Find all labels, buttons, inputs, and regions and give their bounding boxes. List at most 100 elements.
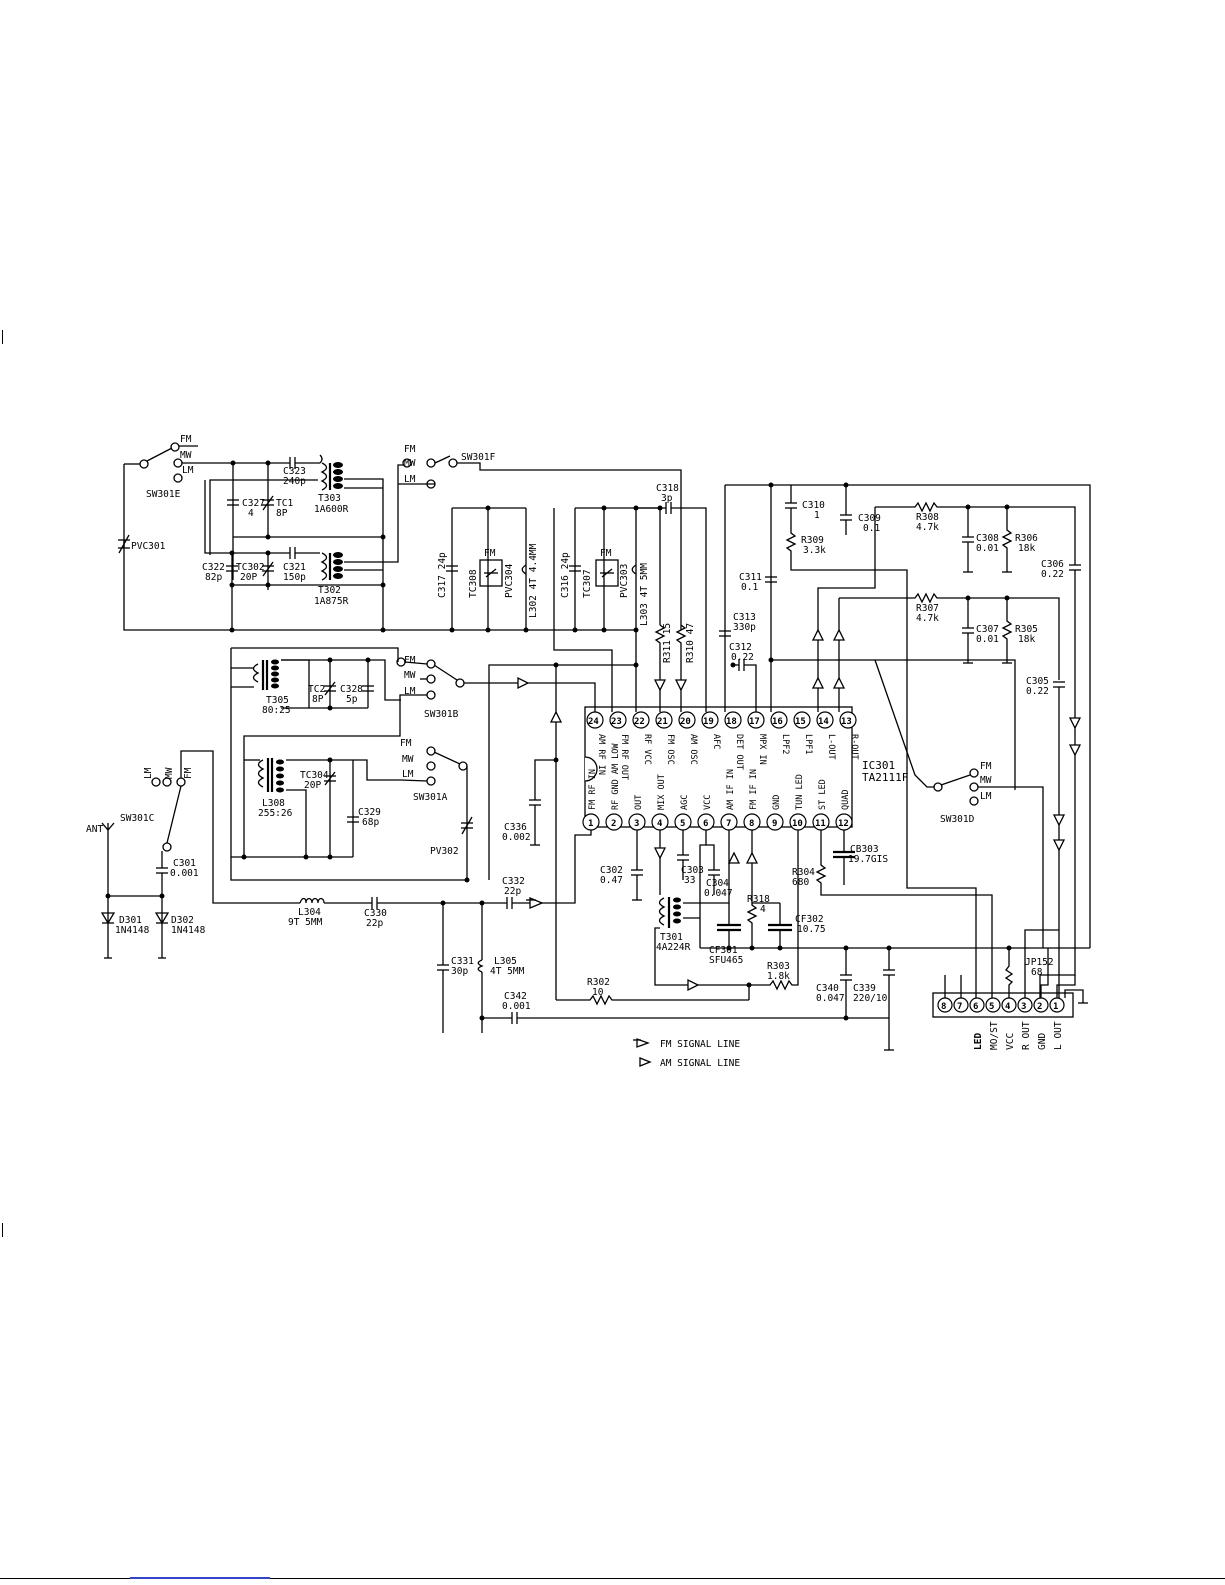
sw301a-mw: MW [402,754,414,765]
pin-10: 10 [792,819,803,829]
c330-label: C330 [364,908,387,919]
pin-14-label: L-OUT [826,734,836,760]
c318-value: 3p [661,493,673,504]
pin-16-label: LPF2 [780,734,790,754]
sw301a-label: SW301A [413,792,448,803]
pin-9-label: GND [772,795,782,810]
r318-label: R318 [747,894,770,905]
sw301c-label: SW301C [120,813,154,824]
conn-pin-4: 4 [1005,1002,1011,1012]
r311-label: R311 15 [662,623,673,663]
c331-value: 30p [451,966,468,977]
tc304-label: TC304 [300,770,329,781]
tc2-label: TC2 [308,684,325,695]
l305-label: L305 [494,956,517,967]
ic-part: TA2111F [862,771,908,784]
pin-14: 14 [818,717,829,727]
r309-value: 3.3k [803,545,826,556]
c303-label: C303 [681,865,704,876]
conn-pin-1: 1 [1053,1002,1058,1012]
ic-top-pins: 24 23 22 21 20 19 18 17 16 15 14 13 [586,711,857,729]
jp152-label: JP152 [1025,957,1054,968]
pin-17-label: MPX IN [757,734,767,765]
sw301f-group: FM MW LM SW301F [397,444,682,630]
conn-pin-7: 7 [957,1002,962,1012]
pin-22-label: RF VCC [642,734,652,765]
pin-2-label: RF GND AM LOW [611,743,621,810]
tc302-label: TC302 [236,562,265,573]
r306-label: R306 [1015,533,1038,544]
sw301b-fm: FM [404,655,416,666]
cf301-label: CF301 [709,945,738,956]
pin-13: 13 [841,717,852,727]
ic-bottom-pins: 1 2 3 4 5 6 7 8 9 10 11 12 [582,813,853,831]
c303-value: 33 [684,875,695,886]
c313-label: C313 [733,612,756,623]
d301-label: D301 [119,915,142,926]
pin-6-label: VCC [703,795,713,810]
margin-mark-upper [2,330,3,344]
pin-1: 1 [588,819,593,829]
c316-label: C316 24p [560,552,571,598]
legend-fm: FM SIGNAL LINE [660,1039,740,1050]
c308-label: C308 [976,533,999,544]
pin-11-label: ST LED [818,779,828,810]
pin-6: 6 [703,819,708,829]
c322-value: 82p [205,572,222,583]
pin-3-label: OUT [634,795,644,810]
c321-value: 150p [283,572,306,583]
c330-value: 22p [366,918,383,929]
l304-value: 9T 5MM [288,917,323,928]
c305-label: C305 [1026,676,1049,687]
conn-pin-2: 2 [1037,1002,1042,1012]
conn-pin-6: 6 [973,1002,978,1012]
tc307-label: TC307 [582,569,593,598]
r308-value: 4.7k [916,522,939,533]
pvc301-label: PVC301 [131,541,166,552]
sw301c-lm: LM [143,767,154,779]
sw301e-label: SW301E [146,489,181,500]
pin-12: 12 [838,819,849,829]
conn-label-vcc: VCC [1005,1033,1016,1050]
pin-13-label: R-OUT [849,734,859,760]
t305-value: 80:25 [262,705,291,716]
pin-15-label: LPF1 [803,734,813,754]
ant-section: ANT D301 1N4148 D302 1N4148 LM MW FM SW3… [86,750,889,1033]
t302-label: T302 [318,585,341,596]
pin-8-label: FM IF IN [749,769,759,810]
r307-value: 4.7k [916,613,939,624]
cf302-label: CF302 [795,914,824,925]
l304-label: L304 [298,907,321,918]
l303-label: L303 4T 5MM [639,563,650,626]
pin-7: 7 [726,819,731,829]
t302: T302 1A875R [314,552,349,607]
cb303-label: CB303 [850,844,879,855]
footer-link-underline[interactable] [130,1577,270,1579]
pin-8: 8 [749,819,754,829]
l305-value: 4T 5MM [490,966,525,977]
t305-label: T305 [266,695,289,706]
t301-label: T301 [660,932,683,943]
r309-label: R309 [801,535,824,546]
if-section: C302 0.47 C303 33 C304 0.047 T301 4A224R [600,830,1090,1051]
jp152-r-value: 68 [1031,967,1043,978]
c323-value: 240p [283,476,306,487]
r303-label: R303 [767,961,790,972]
pin-5-label: AGC [680,795,690,810]
c312-label: C312 [729,642,752,653]
t302-value: 1A875R [314,596,349,607]
pin-3: 3 [634,819,639,829]
c331-label: C331 [451,956,474,967]
c321-label: C321 [283,562,306,573]
pvc304-label: PVC304 [504,563,515,598]
r310-label: R310 47 [685,623,696,663]
l302-label: L302 4T 4.4MM [528,543,539,618]
c323-label: C323 [283,466,306,477]
t303-label: T303 [318,493,341,504]
pin-21-label: FM OSC [665,734,675,765]
r307-label: R307 [916,603,939,614]
sw301b-lm: LM [404,686,416,697]
sw301b-mw: MW [404,670,416,681]
c327-value: 4 [248,508,254,519]
